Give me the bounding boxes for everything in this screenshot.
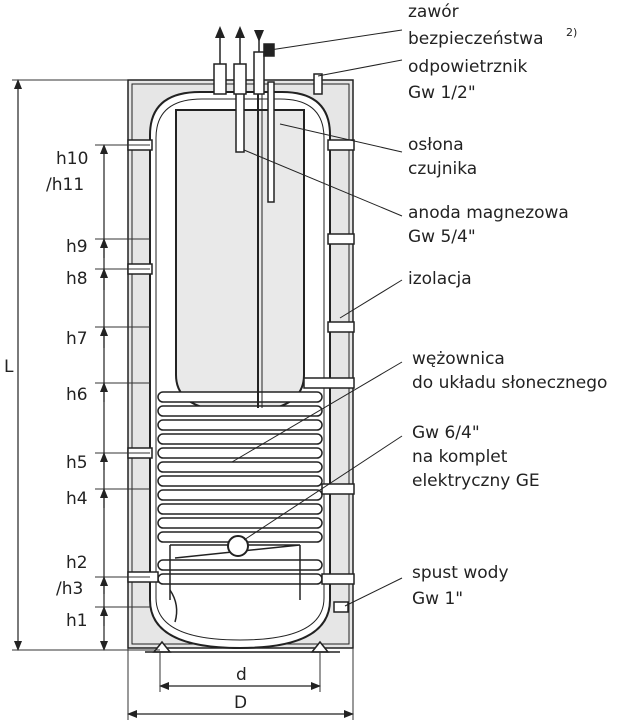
heater-label-line2: na komplet [412, 447, 508, 467]
insulation-label: izolacja [408, 269, 472, 289]
heater-label-line1: Gw 6/4" [412, 423, 480, 443]
vent-label-line1: odpowietrznik [408, 57, 528, 77]
drain-label-line1: spust wody [412, 563, 509, 583]
drain-label-line2: Gw 1" [412, 589, 463, 609]
dimension-labels: h10 /h11 h9 h8 h7 h6 h5 h4 h2 /h3 h1 L d… [4, 149, 247, 713]
dim-L-label: L [4, 357, 14, 377]
dim-h5-label: h5 [66, 453, 88, 473]
tank-feet [145, 640, 340, 653]
dim-h7-label: h7 [66, 329, 88, 349]
dim-h2-label: h2 [66, 553, 88, 573]
dim-h10-label: h10 [56, 149, 88, 169]
sensor-sleeve-label-line1: osłona [408, 135, 464, 155]
dim-h8-label: h8 [66, 269, 88, 289]
dim-h9-label: h9 [66, 237, 88, 257]
dim-h11-label: /h11 [46, 175, 84, 195]
dim-h1-label: h1 [66, 611, 88, 631]
dim-D-label: D [234, 693, 247, 713]
callout-labels: zawór bezpieczeństwa 2) odpowietrznik Gw… [408, 2, 607, 609]
solar-coil-label-line1: wężownica [412, 349, 505, 369]
anode-label-line2: Gw 5/4" [408, 227, 476, 247]
dim-h4-label: h4 [66, 489, 88, 509]
safety-valve-footnote: 2) [566, 26, 577, 39]
safety-valve-label-line2: bezpieczeństwa [408, 29, 544, 49]
heater-label-line3: elektryczny GE [412, 471, 540, 491]
solar-coil [157, 391, 323, 600]
callout-leaders [231, 29, 403, 607]
dim-h6-label: h6 [66, 385, 88, 405]
upper-vessel [175, 109, 305, 414]
internal-pipes [169, 81, 275, 623]
flow-arrows [215, 26, 264, 42]
solar-coil-label-line2: do układu słonecznego [412, 373, 607, 393]
dim-d-label: d [236, 665, 247, 685]
sensor-sleeve-label-line2: czujnika [408, 159, 477, 179]
vent-label-line2: Gw 1/2" [408, 83, 476, 103]
anode-label-line1: anoda magnezowa [408, 203, 569, 223]
dim-h3-label: /h3 [56, 579, 83, 599]
safety-valve-label-line1: zawór [408, 2, 459, 22]
dimension-arrows [14, 79, 354, 718]
